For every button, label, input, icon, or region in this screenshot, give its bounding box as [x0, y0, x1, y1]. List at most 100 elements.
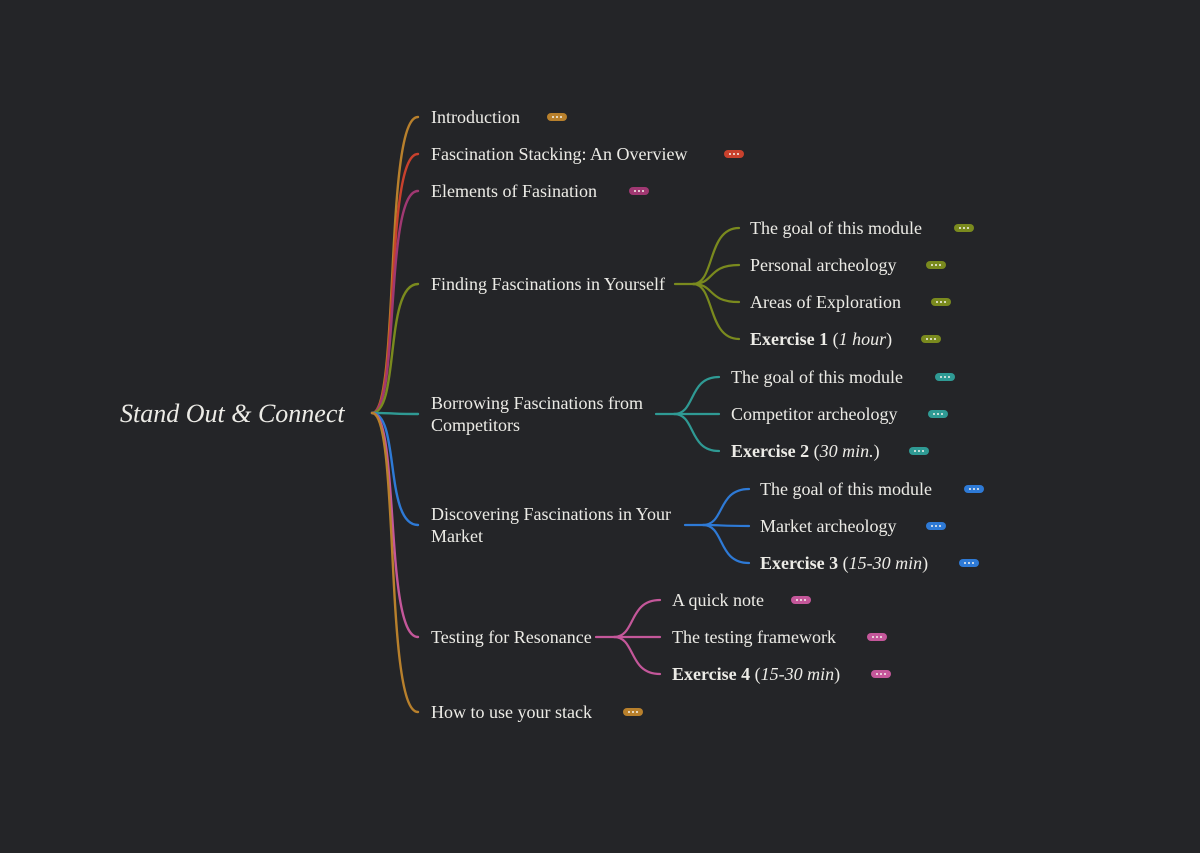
subtopic-connector: [691, 226, 741, 286]
more-button[interactable]: [724, 150, 744, 158]
exercise-duration: 15-30 min: [848, 553, 923, 573]
more-button[interactable]: [547, 113, 567, 121]
subtopic-connector: [612, 635, 662, 676]
exercise-duration: 1 hour: [838, 329, 887, 349]
more-dot: [628, 711, 630, 713]
more-dot: [973, 488, 975, 490]
more-button[interactable]: [926, 261, 946, 269]
more-dot: [872, 636, 874, 638]
more-dot: [636, 711, 638, 713]
branch-topic-4[interactable]: Finding Fascinations in Yourself: [431, 274, 666, 294]
exercise-title: Exercise 4: [672, 664, 751, 684]
subtopic-connector: [701, 523, 751, 565]
branch-connector-3: [370, 189, 420, 415]
more-dot: [939, 264, 941, 266]
more-dot: [937, 413, 939, 415]
subtopic-connector: [672, 375, 721, 416]
more-dot: [948, 376, 950, 378]
subtopic[interactable]: A quick note: [672, 590, 764, 610]
exercise-title: Exercise 1: [750, 329, 829, 349]
more-button[interactable]: [921, 335, 941, 343]
subtopic[interactable]: The goal of this module: [731, 367, 903, 387]
branch-topic-5[interactable]: Borrowing Fascinations from Competitors: [431, 393, 643, 435]
more-dot: [977, 488, 979, 490]
subtopic[interactable]: Exercise 4 (15-30 min): [672, 664, 841, 684]
subtopic[interactable]: Competitor archeology: [731, 404, 898, 424]
more-dot: [933, 413, 935, 415]
more-dot: [972, 562, 974, 564]
branch-topic-8[interactable]: How to use your stack: [431, 702, 592, 722]
subtopic-connector: [612, 598, 662, 639]
more-dot: [876, 673, 878, 675]
more-dot: [804, 599, 806, 601]
subtopic[interactable]: The goal of this module: [760, 479, 932, 499]
subtopic[interactable]: The goal of this module: [750, 218, 922, 238]
more-dot: [930, 338, 932, 340]
more-dot: [552, 116, 554, 118]
more-dot: [638, 190, 640, 192]
more-button[interactable]: [629, 187, 649, 195]
more-button[interactable]: [926, 522, 946, 530]
more-dot: [926, 338, 928, 340]
branch-connector-5: [370, 411, 420, 416]
subtopic-connector: [672, 412, 721, 453]
more-button[interactable]: [867, 633, 887, 641]
branch-connector-6: [370, 411, 420, 527]
more-dot: [969, 488, 971, 490]
subtopic[interactable]: Market archeology: [760, 516, 897, 536]
more-dot: [931, 264, 933, 266]
branch-topic-3[interactable]: Elements of Fasination: [431, 181, 597, 201]
exercise-duration: 15-30 min: [760, 664, 835, 684]
more-dot: [963, 227, 965, 229]
subtopic[interactable]: The testing framework: [672, 627, 836, 647]
branch-topic-7[interactable]: Testing for Resonance: [431, 627, 592, 647]
subtopic[interactable]: Personal archeology: [750, 255, 897, 275]
more-dot: [922, 450, 924, 452]
more-button[interactable]: [909, 447, 929, 455]
more-dot: [884, 673, 886, 675]
more-button[interactable]: [871, 670, 891, 678]
more-dot: [940, 376, 942, 378]
subtopic[interactable]: Exercise 3 (15-30 min): [760, 553, 929, 573]
subtopic-connector: [691, 282, 741, 341]
more-dot: [967, 227, 969, 229]
more-button[interactable]: [623, 708, 643, 716]
more-dot: [729, 153, 731, 155]
subtopic[interactable]: Areas of Exploration: [750, 292, 901, 312]
more-dot: [800, 599, 802, 601]
more-dot: [876, 636, 878, 638]
more-dot: [944, 301, 946, 303]
branch-connector-4: [370, 282, 420, 415]
exercise-title: Exercise 2: [731, 441, 810, 461]
more-dot: [632, 711, 634, 713]
more-dot: [936, 301, 938, 303]
branch-topic-6[interactable]: Discovering Fascinations in Your Market: [431, 504, 671, 546]
more-dot: [634, 190, 636, 192]
more-button[interactable]: [954, 224, 974, 232]
more-button[interactable]: [959, 559, 979, 567]
more-dot: [934, 338, 936, 340]
more-dot: [733, 153, 735, 155]
more-dot: [918, 450, 920, 452]
more-dot: [935, 525, 937, 527]
branch-connector-8: [370, 411, 420, 714]
more-dot: [939, 525, 941, 527]
more-button[interactable]: [935, 373, 955, 381]
more-button[interactable]: [931, 298, 951, 306]
more-dot: [944, 376, 946, 378]
more-dot: [560, 116, 562, 118]
branch-topic-2[interactable]: Fascination Stacking: An Overview: [431, 144, 688, 164]
more-dot: [941, 413, 943, 415]
branch-topic-1[interactable]: Introduction: [431, 107, 520, 127]
more-dot: [914, 450, 916, 452]
subtopic[interactable]: Exercise 2 (30 min.): [731, 441, 880, 461]
more-button[interactable]: [928, 410, 948, 418]
more-dot: [880, 636, 882, 638]
root-topic[interactable]: Stand Out & Connect: [120, 399, 345, 428]
more-button[interactable]: [964, 485, 984, 493]
exercise-duration: 30 min.: [819, 441, 874, 461]
more-button[interactable]: [791, 596, 811, 604]
subtopic[interactable]: Exercise 1 (1 hour): [750, 329, 893, 349]
